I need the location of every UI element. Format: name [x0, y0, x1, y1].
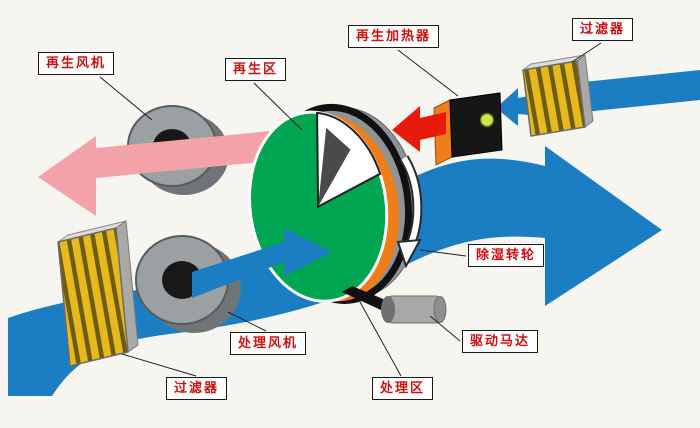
label-process-fan: 处理风机	[230, 332, 307, 355]
process-filter	[57, 220, 139, 367]
label-regen-zone: 再生区	[225, 58, 287, 81]
callout-line-process-zone	[359, 301, 402, 377]
callout-line-filter-top	[571, 42, 602, 63]
callout-line-process-fan	[227, 311, 267, 332]
callout-line-wheel	[419, 249, 467, 257]
callout-line-filter-bottom	[121, 353, 197, 377]
drive-motor	[381, 295, 447, 324]
regen-filter	[522, 54, 594, 137]
motor-end-cap	[381, 296, 395, 323]
label-process-zone: 处理区	[372, 377, 434, 400]
motor-body	[387, 295, 441, 324]
label-drive-motor: 驱动马达	[462, 330, 539, 353]
label-filter-bottom: 过滤器	[166, 377, 228, 400]
wheel-sector-shadow	[318, 127, 351, 207]
label-regen-fan: 再生风机	[38, 52, 115, 75]
heater-indicator-light	[479, 112, 495, 128]
heater-front-face	[449, 92, 503, 158]
regen-exhaust-arrow	[38, 128, 302, 216]
callout-line-regen-heater	[397, 49, 459, 97]
label-regen-heater: 再生加热器	[348, 25, 440, 48]
callout-line-drive-motor	[429, 315, 461, 342]
hot-air-arrow	[392, 106, 446, 152]
process-air-outlet-arrow	[358, 146, 662, 306]
label-filter-top: 过滤器	[572, 18, 634, 41]
process-filter-front-face	[57, 227, 129, 367]
callout-lines	[99, 42, 602, 377]
motor-end-cap-right	[433, 296, 447, 323]
label-desiccant-wheel: 除湿转轮	[468, 244, 545, 267]
process-air-into-wheel-arrow	[192, 228, 332, 298]
regen-filter-front-face	[522, 60, 586, 137]
callout-line-regen-fan	[99, 76, 153, 121]
rotation-arrow-head	[396, 238, 422, 269]
wheel-rotation-arrow	[396, 155, 423, 269]
callout-line-regen-zone	[253, 82, 303, 131]
regen-heater	[433, 92, 503, 166]
